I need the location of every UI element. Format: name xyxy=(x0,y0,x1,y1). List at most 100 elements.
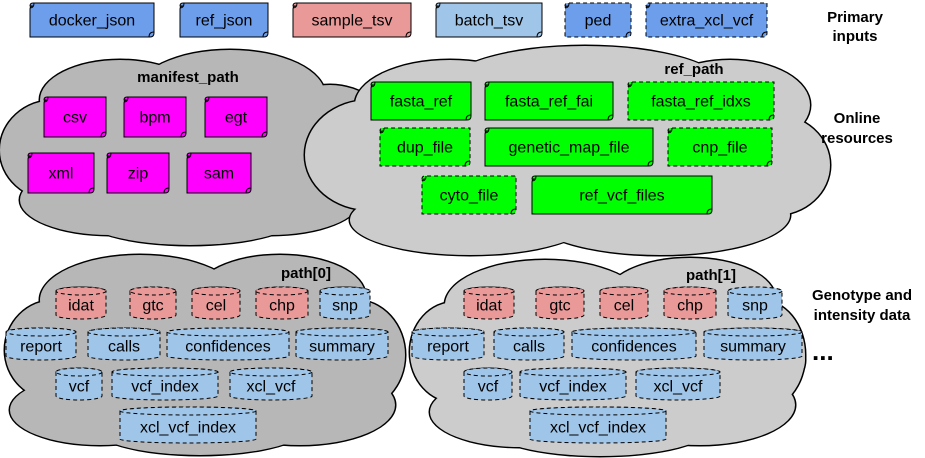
node-label: xcl_vcf xyxy=(654,379,703,396)
primary-input-sample_tsv: sample_tsv xyxy=(292,2,412,38)
node-label: summary xyxy=(309,339,375,356)
path-1-vcf_index-cylinder: vcf_index xyxy=(519,367,627,401)
ref-item-fasta_ref_idxs: fasta_ref_idxs xyxy=(627,81,775,121)
primary-input-docker_json: docker_json xyxy=(29,2,155,38)
path-1-calls-cylinder: calls xyxy=(493,327,565,361)
primary-input-extra_xcl_vcf: extra_xcl_vcf xyxy=(645,2,768,38)
node-label: snp xyxy=(742,298,768,315)
node-label: calls xyxy=(108,339,140,356)
path-0-snp-cylinder: snp xyxy=(319,286,371,320)
node-label: sample_tsv xyxy=(312,13,393,30)
ref-item-dup_file: dup_file xyxy=(379,127,471,167)
path-1-report-cylinder: report xyxy=(411,327,485,361)
path-1-xcl_vcf-cylinder: xcl_vcf xyxy=(635,367,721,401)
ref-item-genetic_map_file: genetic_map_file xyxy=(484,127,654,167)
node-label: snp xyxy=(332,298,358,315)
node-label: xcl_vcf xyxy=(247,379,296,396)
path-0-calls-cylinder: calls xyxy=(87,327,161,361)
manifest-item-bpm: bpm xyxy=(123,96,187,138)
online-resources-label: Online xyxy=(834,110,881,127)
primary-input-ped: ped xyxy=(564,2,632,38)
primary-input-ref_json: ref_json xyxy=(179,2,269,38)
node-label: xcl_vcf_index xyxy=(140,420,236,437)
node-label: gtc xyxy=(142,298,163,315)
manifest-item-egt: egt xyxy=(204,96,268,138)
node-label: summary xyxy=(720,339,786,356)
node-label: chp xyxy=(269,298,295,315)
manifest-path-title: manifest_path xyxy=(137,69,239,86)
path-0-xcl_vcf-cylinder: xcl_vcf xyxy=(229,367,313,401)
node-label: gtc xyxy=(549,298,570,315)
ref-item-fasta_ref_fai: fasta_ref_fai xyxy=(484,81,614,121)
node-label: xml xyxy=(49,166,74,183)
path-0-idat-cylinder: idat xyxy=(55,286,107,320)
node-label: chp xyxy=(677,298,703,315)
path-1-confidences-cylinder: confidences xyxy=(571,327,697,361)
path-0-chp-cylinder: chp xyxy=(255,286,309,320)
node-label: vcf xyxy=(69,379,90,396)
node-label: ped xyxy=(585,13,612,30)
path-0-vcf-cylinder: vcf xyxy=(55,367,103,401)
node-label: fasta_ref_fai xyxy=(505,94,593,111)
ellipsis: ... xyxy=(812,336,834,366)
path-0-report-cylinder: report xyxy=(5,327,77,361)
node-label: vcf_index xyxy=(539,379,607,396)
node-label: idat xyxy=(476,298,502,315)
ref-item-fasta_ref: fasta_ref xyxy=(370,81,472,121)
manifest-item-xml: xml xyxy=(27,152,95,194)
ref-item-cyto_file: cyto_file xyxy=(421,175,517,215)
node-label: cel xyxy=(206,298,226,315)
path-1-idat-cylinder: idat xyxy=(463,286,515,320)
node-label: ref_json xyxy=(196,13,253,30)
node-label: egt xyxy=(225,110,248,127)
path-0-gtc-cylinder: gtc xyxy=(129,286,177,320)
node-label: report xyxy=(20,339,62,356)
genotype-label: Genotype and xyxy=(812,287,912,304)
ref-item-cnp_file: cnp_file xyxy=(667,127,773,167)
node-label: docker_json xyxy=(49,13,135,30)
node-label: sam xyxy=(204,166,234,183)
node-label: genetic_map_file xyxy=(509,140,630,157)
path-1-summary-cylinder: summary xyxy=(703,327,803,361)
primary-inputs-label: Primary xyxy=(827,9,884,26)
path-1-snp-cylinder: snp xyxy=(727,286,783,320)
node-label: vcf xyxy=(478,379,499,396)
nodes-layer: docker_json ref_json sample_tsv batch_tsv pe… xyxy=(5,2,803,444)
node-label: bpm xyxy=(139,110,170,127)
path-0-title: path[0] xyxy=(281,265,331,282)
path-1-title: path[1] xyxy=(686,267,736,284)
node-label: cnp_file xyxy=(692,140,747,157)
path-0-vcf_index-cylinder: vcf_index xyxy=(111,367,219,401)
ref-item-ref_vcf_files: ref_vcf_files xyxy=(531,175,713,215)
path-1-cel-cylinder: cel xyxy=(599,286,649,320)
primary-inputs-label-2: inputs xyxy=(833,28,878,45)
side-labels-layer: Primary inputs Online resources Genotype… xyxy=(137,9,912,366)
online-resources-label-2: resources xyxy=(821,130,893,147)
manifest-item-csv: csv xyxy=(43,96,107,138)
path-0-cel-cylinder: cel xyxy=(191,286,241,320)
node-label: confidences xyxy=(591,339,676,356)
node-label: dup_file xyxy=(397,140,453,157)
node-label: csv xyxy=(63,110,87,127)
node-label: xcl_vcf_index xyxy=(550,420,646,437)
path-0-confidences-cylinder: confidences xyxy=(166,327,290,361)
node-label: vcf_index xyxy=(131,379,199,396)
primary-input-batch_tsv: batch_tsv xyxy=(435,2,543,38)
node-label: fasta_ref xyxy=(390,94,453,111)
manifest-item-zip: zip xyxy=(106,152,170,194)
path-1-gtc-cylinder: gtc xyxy=(535,286,585,320)
node-label: batch_tsv xyxy=(455,13,523,30)
path-1-vcf-cylinder: vcf xyxy=(463,367,513,401)
node-label: extra_xcl_vcf xyxy=(660,13,754,30)
path-1-chp-cylinder: chp xyxy=(663,286,717,320)
path-0-xcl_vcf_index-cylinder: xcl_vcf_index xyxy=(119,406,257,444)
path-1-xcl_vcf_index-cylinder: xcl_vcf_index xyxy=(529,406,667,444)
ref-path-title: ref_path xyxy=(664,61,723,78)
node-label: idat xyxy=(68,298,94,315)
node-label: confidences xyxy=(185,339,270,356)
manifest-item-sam: sam xyxy=(186,152,252,194)
node-label: report xyxy=(427,339,469,356)
node-label: fasta_ref_idxs xyxy=(651,94,751,111)
node-label: cyto_file xyxy=(440,188,499,205)
